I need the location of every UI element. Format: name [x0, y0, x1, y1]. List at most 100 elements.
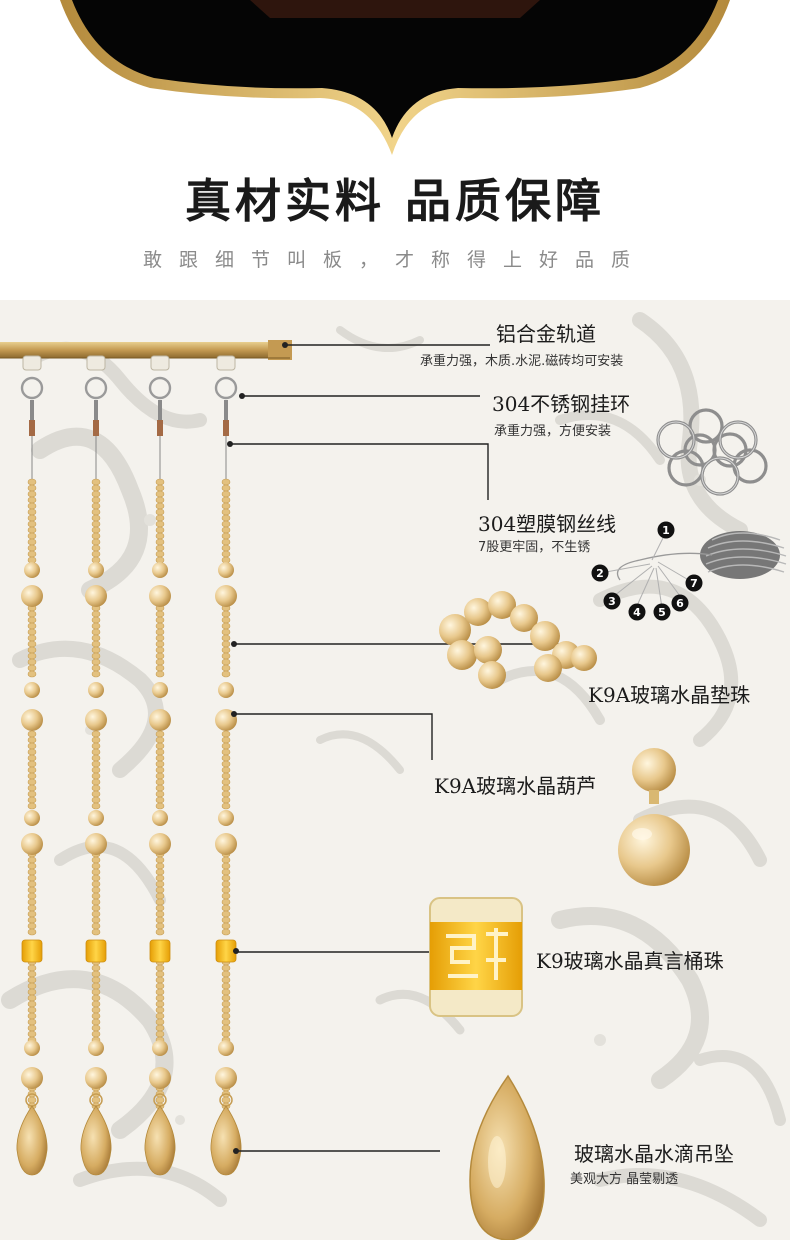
gourd-bead-large — [149, 709, 171, 731]
spacer-bead — [91, 478, 101, 486]
spacer-bead — [91, 856, 101, 864]
spacer-bead — [155, 658, 165, 666]
decorative-banner — [60, 0, 730, 155]
spacer-bead — [91, 994, 101, 1002]
label-spacer-bead: K9A玻璃水晶垫珠 — [588, 683, 751, 707]
water-drop-pendant — [210, 1105, 242, 1176]
spacer-bead — [91, 670, 101, 678]
spacer-bead — [91, 1018, 101, 1026]
spacer-bead — [91, 508, 101, 516]
spacer-bead — [221, 922, 231, 930]
spacer-bead — [91, 484, 101, 492]
gourd-bead-small — [152, 562, 168, 578]
gourd-bead-small — [218, 810, 234, 826]
wire-crimp — [29, 420, 35, 436]
page-title: 真材实料 品质保障 — [184, 174, 605, 228]
spacer-bead — [155, 490, 165, 498]
spacer-bead — [155, 1018, 165, 1026]
spacer-bead — [91, 610, 101, 618]
spacer-bead — [91, 868, 101, 876]
spacer-bead — [221, 868, 231, 876]
strand-marker-label: 5 — [658, 606, 666, 619]
spacer-bead — [91, 616, 101, 624]
spacer-bead — [155, 508, 165, 516]
spacer-bead — [27, 520, 37, 528]
spacer-bead — [155, 538, 165, 546]
spacer-bead — [27, 928, 37, 936]
spacer-bead — [221, 742, 231, 750]
spacer-bead — [27, 1012, 37, 1020]
wire-clip — [158, 400, 162, 430]
strand-marker — [628, 603, 646, 621]
spacer-bead — [27, 1024, 37, 1032]
barrel-bead — [85, 939, 107, 963]
spacer-bead — [221, 796, 231, 804]
spacer-bead — [27, 778, 37, 786]
spacer-bead — [91, 892, 101, 900]
gourd-bead-small — [24, 562, 40, 578]
spacer-bead — [91, 862, 101, 870]
spacer-bead — [221, 994, 231, 1002]
strand-marker-label: 3 — [608, 595, 616, 608]
spacer-bead — [27, 502, 37, 510]
spacer-bead — [221, 880, 231, 888]
spacer-bead — [155, 988, 165, 996]
strand-marker-label: 1 — [662, 524, 670, 537]
spacer-bead — [221, 508, 231, 516]
spacer-bead — [91, 538, 101, 546]
spacer-bead — [221, 1012, 231, 1020]
spacer-bead — [91, 898, 101, 906]
spacer-bead — [27, 772, 37, 780]
spacer-bead — [155, 754, 165, 762]
gourd-bead-large — [85, 833, 107, 855]
water-drop-pendant — [144, 1105, 176, 1176]
label-steel-wire: 304塑膜钢丝线 — [478, 512, 617, 536]
spacer-bead — [27, 796, 37, 804]
spacer-bead — [155, 928, 165, 936]
gourd-bead-small — [24, 810, 40, 826]
note-steel-wire: 7股更牢固，不生锈 — [478, 540, 591, 555]
wire-crimp — [157, 420, 163, 436]
spacer-bead — [221, 754, 231, 762]
spacer-bead — [221, 526, 231, 534]
strand-marker — [603, 592, 621, 610]
gourd-bead-small — [24, 682, 40, 698]
spacer-bead — [155, 502, 165, 510]
spacer-bead — [155, 910, 165, 918]
spacer-bead — [221, 898, 231, 906]
spacer-bead — [27, 970, 37, 978]
spacer-bead — [27, 508, 37, 516]
gourd-bead-small — [152, 1040, 168, 1056]
spacer-bead — [221, 892, 231, 900]
label-steel-ring: 304不锈钢挂环 — [492, 392, 631, 416]
gourd-bead-small — [88, 1040, 104, 1056]
spacer-bead — [27, 664, 37, 672]
spacer-bead — [155, 766, 165, 774]
spacer-bead — [27, 628, 37, 636]
spacer-bead — [221, 1024, 231, 1032]
note-water-drop: 美观大方 晶莹剔透 — [570, 1172, 679, 1187]
spacer-bead — [27, 484, 37, 492]
spacer-bead — [155, 550, 165, 558]
spacer-bead — [91, 982, 101, 990]
spacer-bead — [91, 754, 101, 762]
gourd-bead-large — [85, 585, 107, 607]
spacer-bead — [155, 1024, 165, 1032]
spacer-bead — [221, 520, 231, 528]
spacer-bead — [155, 994, 165, 1002]
spacer-bead — [91, 640, 101, 648]
spacer-bead — [221, 730, 231, 738]
spacer-bead — [221, 862, 231, 870]
barrel-bead — [21, 939, 43, 963]
strand-marker — [671, 594, 689, 612]
spacer-bead — [91, 1012, 101, 1020]
spacer-bead — [27, 1018, 37, 1026]
spacer-bead — [91, 760, 101, 768]
spacer-bead — [91, 520, 101, 528]
spacer-bead — [91, 1096, 101, 1104]
spacer-bead — [155, 868, 165, 876]
spacer-bead — [27, 616, 37, 624]
spacer-bead — [221, 532, 231, 540]
spacer-bead — [91, 970, 101, 978]
